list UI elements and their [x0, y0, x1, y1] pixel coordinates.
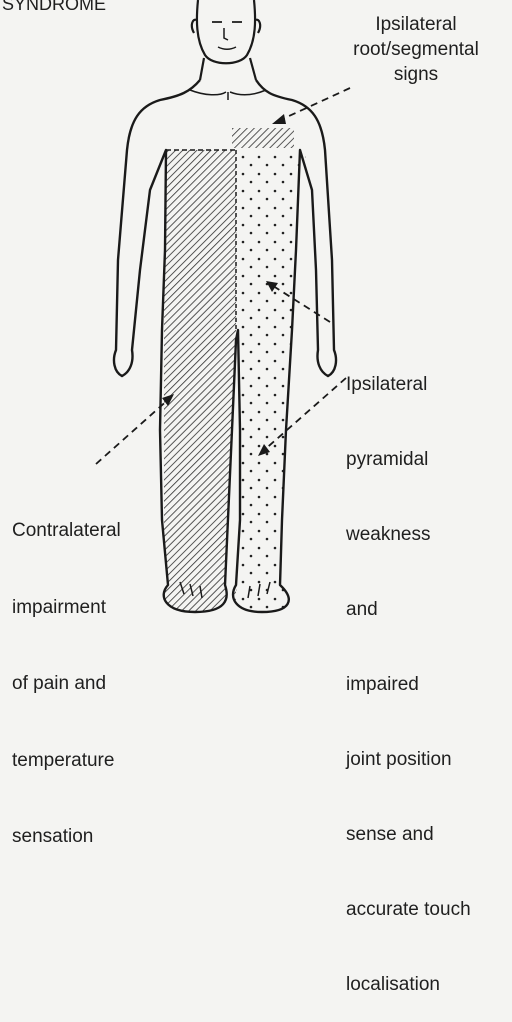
label-line: joint position — [346, 747, 471, 772]
head — [192, 0, 260, 80]
label-pyramidal-weakness: Ipsilateral pyramidal weakness and impai… — [346, 322, 471, 1022]
contralateral-hatched-region — [164, 150, 236, 620]
label-line: root/segmental — [318, 37, 512, 62]
label-line: of pain and — [12, 671, 121, 697]
label-root-signs: Ipsilateral root/segmental signs — [318, 12, 512, 87]
label-line: impaired — [346, 672, 471, 697]
figure-title: SYNDROME — [2, 0, 106, 16]
label-line: temperature — [12, 748, 121, 774]
label-line: Ipsilateral — [318, 12, 512, 37]
label-contralateral: Contralateral impairment of pain and tem… — [12, 467, 121, 875]
label-line: signs — [318, 62, 512, 87]
label-line: pyramidal — [346, 447, 471, 472]
label-line: localisation — [346, 972, 471, 997]
label-line: sense and — [346, 822, 471, 847]
segmental-hatched-band — [232, 128, 294, 148]
label-line: impairment — [12, 595, 121, 621]
label-line: weakness — [346, 522, 471, 547]
label-line: accurate touch — [346, 897, 471, 922]
arrow-root-signs — [276, 88, 350, 122]
arrowhead-root — [272, 114, 286, 124]
label-line: Ipsilateral — [346, 372, 471, 397]
label-line: and — [346, 597, 471, 622]
ipsilateral-dotted-region — [236, 150, 306, 620]
label-line: Contralateral — [12, 518, 121, 544]
label-line: sensation — [12, 824, 121, 850]
